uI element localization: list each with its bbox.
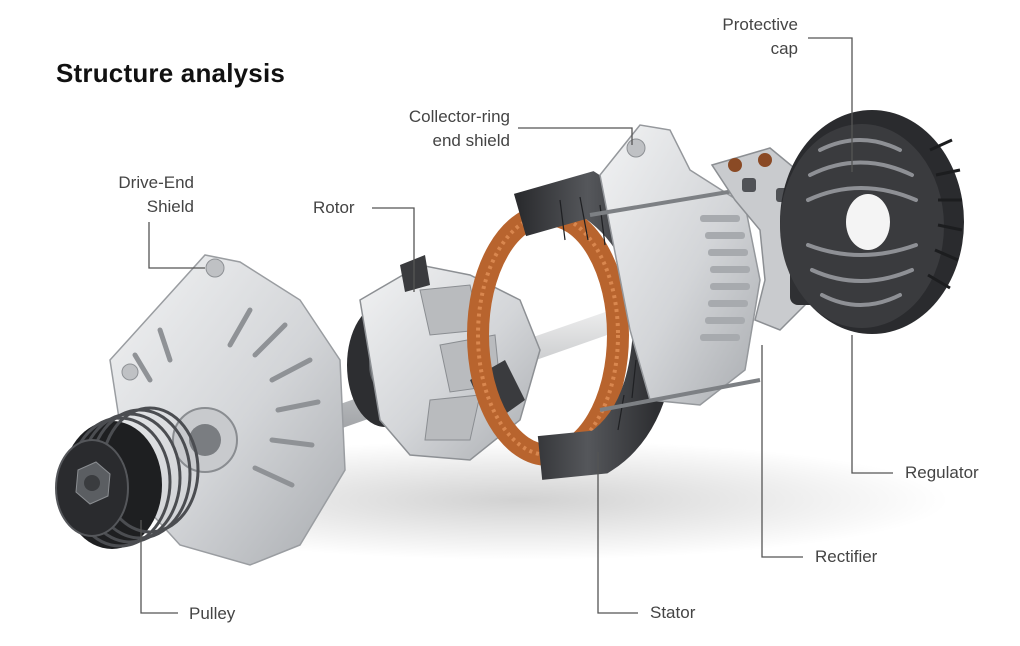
label-drive-end-line2: Shield bbox=[146, 197, 194, 216]
leader-drive-end-shield bbox=[148, 222, 205, 269]
page-title: Structure analysis bbox=[56, 58, 286, 88]
leader-lines bbox=[140, 37, 893, 614]
label-drive-end-shield: Drive-End Shield bbox=[94, 171, 194, 219]
protective-cap-part bbox=[780, 110, 964, 334]
collector-ring-end-shield-part bbox=[589, 124, 761, 412]
label-pulley: Pulley bbox=[189, 604, 236, 623]
leader-protective-cap bbox=[808, 37, 853, 172]
pulley-part bbox=[55, 406, 200, 549]
leader-pulley bbox=[140, 520, 178, 614]
label-collector-ring-end-shield: Collector-ring end shield bbox=[370, 105, 510, 153]
leader-regulator bbox=[851, 335, 893, 474]
label-collector-ring-line2: end shield bbox=[432, 131, 510, 150]
leader-stator bbox=[597, 452, 638, 614]
leader-collector-ring-end-shield bbox=[518, 127, 633, 145]
leader-rectifier bbox=[761, 345, 803, 558]
label-stator: Stator bbox=[650, 603, 696, 622]
label-rectifier: Rectifier bbox=[815, 547, 878, 566]
label-collector-ring-line1: Collector-ring bbox=[408, 107, 510, 126]
label-protective-cap-line1: Protective bbox=[722, 15, 798, 34]
label-protective-cap: Protective cap bbox=[700, 13, 798, 61]
leader-rotor bbox=[372, 207, 415, 292]
label-protective-cap-line2: cap bbox=[770, 39, 798, 58]
label-regulator: Regulator bbox=[905, 463, 979, 482]
label-drive-end-line1: Drive-End bbox=[118, 173, 194, 192]
label-rotor: Rotor bbox=[313, 198, 355, 217]
